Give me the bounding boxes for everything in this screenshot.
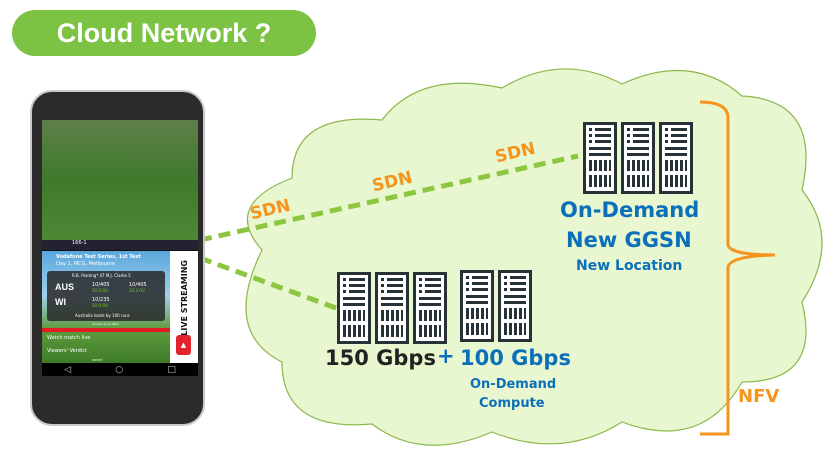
phone-screen: 166-1 Vodafone Test Series, 1st Test Day… [42, 120, 198, 376]
cricket-video[interactable] [42, 120, 198, 250]
team-wi: WI [55, 297, 66, 307]
live-streaming-strip: ▲ [170, 251, 198, 363]
base-capacity: 150 Gbps [325, 346, 436, 370]
home-icon[interactable]: ○ [115, 364, 124, 375]
aus-overs1: 50.0 OV [92, 288, 108, 293]
venue: Day 1, MCG, Melbourne [56, 261, 116, 267]
smartphone: 166-1 Vodafone Test Series, 1st Test Day… [30, 90, 205, 426]
recents-icon[interactable]: □ [167, 364, 176, 375]
ggsn-server-rack-icon [583, 122, 693, 194]
back-icon[interactable]: ◁ [64, 364, 72, 375]
series-title: Vodafone Test Series, 1st Test [56, 254, 141, 260]
aus-score1: 10/405 [92, 282, 110, 288]
android-nav-bar: ◁ ○ □ [42, 363, 198, 376]
wi-score1: 10/235 [92, 297, 110, 303]
nfv-brace [699, 100, 776, 436]
sdn-link-ggsn [199, 153, 579, 243]
team-aus: AUS [55, 282, 75, 292]
extra-capacity: 100 Gbps [460, 346, 571, 370]
sdn-link-compute [199, 255, 337, 311]
score-overlay-text: 166-1 [72, 240, 87, 246]
up-arrow-icon[interactable]: ▲ [176, 335, 191, 355]
nfv-label: NFV [738, 386, 780, 407]
title-banner: Cloud Network ? [12, 10, 316, 56]
scorecard: R.B. Ponting* 47 M.J. Clarke 5 AUS 10/40… [47, 271, 165, 321]
base-server-rack-icon [337, 272, 447, 344]
menu-viewers-verdict[interactable]: Viewers' Verdict [47, 348, 87, 354]
aus-score2: 10/405 [129, 282, 147, 288]
update-status: Scores up to date [92, 322, 119, 326]
live-streaming-label: LIVE STREAMING [180, 260, 189, 336]
aus-overs2: 32.3 OV [129, 288, 145, 293]
plus-sign: + [437, 344, 455, 368]
menu-watch-live[interactable]: Watch match live [47, 335, 91, 341]
ggsn-label-line1: On-Demand [560, 198, 700, 222]
score-panel: Vodafone Test Series, 1st Test Day 1, MC… [42, 251, 170, 363]
score-overlay: 166-1 [42, 240, 198, 250]
lead-text: Australia leads by 100 runs [75, 313, 130, 318]
ggsn-label-line3: New Location [576, 258, 683, 274]
ggsn-label-line2: New GGSN [566, 228, 692, 252]
batsmen: R.B. Ponting* 47 M.J. Clarke 5 [72, 273, 131, 278]
compute-label-line2: Compute [479, 396, 545, 411]
tab-match[interactable]: MATCH [92, 358, 103, 362]
compute-label-line1: On-Demand [470, 377, 557, 392]
wi-overs1: 50.0 OV [92, 303, 108, 308]
sponsor-strip [42, 328, 170, 332]
